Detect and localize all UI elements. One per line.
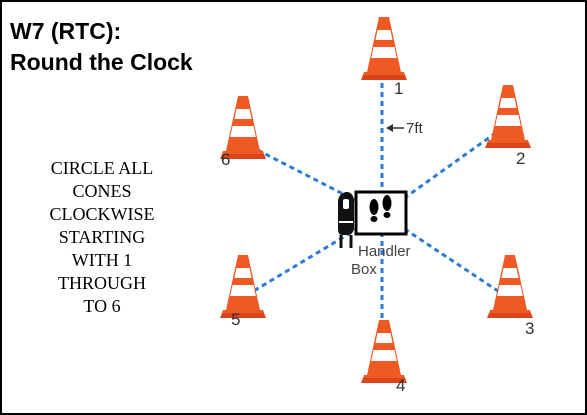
cone-label-6: 6 xyxy=(221,150,230,169)
handler-box-label-line1: Handler xyxy=(358,243,411,260)
footprints-icon xyxy=(369,195,392,222)
instruction-line-1: CIRCLE ALL xyxy=(50,158,154,178)
instruction-line-4: STARTING xyxy=(58,227,146,247)
instruction-line-6: THROUGH xyxy=(58,273,146,293)
exercise-title: W7 (RTC): Round the Clock xyxy=(10,16,193,78)
exercise-name: Round the Clock xyxy=(10,49,193,75)
cone-label-3: 3 xyxy=(525,319,534,338)
exercise-code: W7 (RTC): xyxy=(10,18,122,44)
instruction-line-3: CLOCKWISE xyxy=(49,204,155,224)
line-to-cone-5 xyxy=(251,212,383,294)
traffic-cone-icon xyxy=(361,320,407,383)
instruction-line-5: WITH 1 xyxy=(71,250,133,270)
handler-box xyxy=(354,190,408,236)
cone-label-1: 1 xyxy=(394,79,403,98)
distance-label: 7ft xyxy=(406,120,424,137)
instruction-line-2: CONES xyxy=(72,181,132,201)
cone-label-4: 4 xyxy=(396,376,405,395)
instruction-line-7: TO 6 xyxy=(83,296,121,316)
arrow-left-icon xyxy=(386,124,404,132)
dog-icon xyxy=(338,192,354,248)
line-to-cone-3 xyxy=(381,212,508,299)
traffic-cone-icon xyxy=(220,255,266,318)
instructions-text: CIRCLE ALL CONES CLOCKWISE STARTING WITH… xyxy=(32,157,172,318)
cone-label-5: 5 xyxy=(231,310,240,329)
handler-box-label-line2: Box xyxy=(351,261,377,278)
traffic-cone-icon xyxy=(487,255,533,318)
traffic-cone-icon xyxy=(361,17,407,80)
cone-label-2: 2 xyxy=(516,149,525,168)
line-to-cone-2 xyxy=(381,130,498,216)
traffic-cone-icon xyxy=(485,85,531,148)
